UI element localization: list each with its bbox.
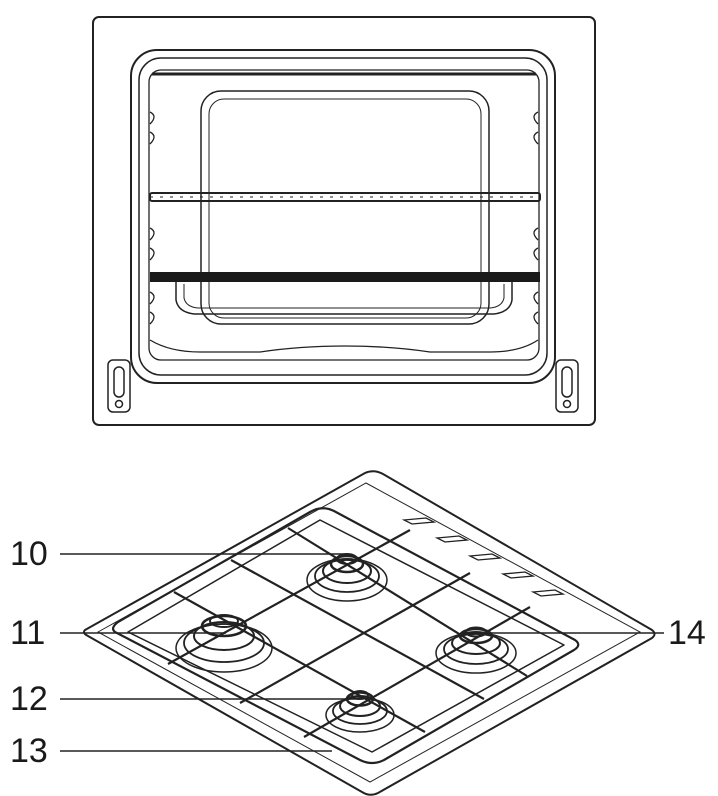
burner-10 [306,553,388,602]
callout-12: 12 [10,680,360,718]
oven-cavity [92,16,596,426]
burner-12 [325,690,395,733]
burner-11 [175,614,273,673]
left-door-hinge [107,359,131,413]
callout-13: 13 [10,732,332,770]
callout-11: 11 [10,614,226,652]
baking-tray [150,272,540,315]
cooktop-plate [83,470,656,796]
left-rack-guides [149,111,155,325]
oven-back-panel [200,90,490,325]
control-slots [401,517,566,597]
callout-10-label: 10 [10,535,48,573]
cooktop [83,470,656,796]
callout-10: 10 [10,535,348,573]
oven-bottom-contour [149,339,539,353]
oven-cavity-inner [148,69,540,361]
callout-14-label: 14 [668,614,706,652]
right-door-hinge [555,359,579,413]
pan-support-grid [111,507,580,765]
callout-12-label: 12 [10,680,48,718]
oven-cavity-outer [130,49,556,384]
oven-outer-frame [92,16,596,426]
callout-13-label: 13 [10,732,48,770]
callout-11-label: 11 [10,614,45,652]
cooktop-plate-inner [96,482,642,783]
right-rack-guides [533,111,539,325]
oven-back-panel-inner [208,98,482,319]
oven-cavity-middle [138,57,548,376]
burner-14 [435,626,517,674]
wire-rack-shelf [149,192,541,202]
callout-14: 14 [478,614,706,652]
